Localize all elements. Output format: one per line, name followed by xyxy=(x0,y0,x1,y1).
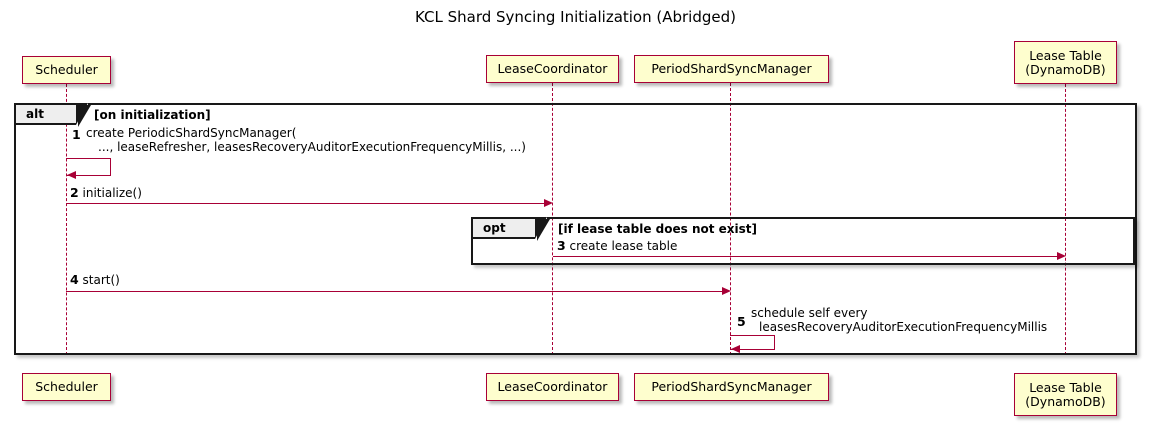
fragment-keyword: alt xyxy=(26,107,44,121)
participant-label: Lease Table (DynamoDB) xyxy=(1025,379,1106,409)
participant-leasecoordinator-top[interactable]: LeaseCoordinator xyxy=(486,55,619,83)
fragment-opt-condition: [if lease table does not exist] xyxy=(558,222,758,236)
participant-label: Scheduler xyxy=(35,379,98,394)
message-1-arrowhead xyxy=(67,171,76,179)
lifeline-periodshardsyncmanager xyxy=(730,83,731,355)
message-1-label: 1 xyxy=(72,128,81,142)
message-2-label: 2 initialize() xyxy=(70,185,142,201)
message-1-self-loop xyxy=(66,158,111,176)
lifeline-leasecoordinator xyxy=(552,83,553,355)
fragment-keyword: opt xyxy=(483,221,506,235)
lifeline-leasetable xyxy=(1065,84,1066,355)
participant-label: Lease Table (DynamoDB) xyxy=(1025,47,1106,77)
message-2-text: initialize() xyxy=(82,186,142,200)
message-5-seq: 5 xyxy=(737,314,746,329)
message-5-text: schedule self every leasesRecoveryAudito… xyxy=(751,306,1047,334)
message-2-arrowhead xyxy=(544,199,553,207)
message-5-text-line1: schedule self every xyxy=(751,306,868,320)
lifeline-scheduler xyxy=(66,84,67,355)
fragment-opt xyxy=(471,217,1135,265)
message-1-text: create PeriodicShardSyncManager( ..., le… xyxy=(86,126,526,154)
participant-periodshardsyncmanager-bottom[interactable]: PeriodShardSyncManager xyxy=(634,373,829,401)
fragment-alt-label: alt xyxy=(16,103,88,125)
message-5-self-loop xyxy=(730,335,775,350)
message-4-label: 4 start() xyxy=(70,272,120,288)
message-3-line xyxy=(553,256,1060,257)
message-2-seq: 2 xyxy=(70,185,79,200)
participant-label: LeaseCoordinator xyxy=(497,61,608,76)
participant-label: PeriodShardSyncManager xyxy=(651,379,812,394)
message-4-seq: 4 xyxy=(70,272,79,287)
participant-scheduler-bottom[interactable]: Scheduler xyxy=(22,373,111,401)
message-4-text: start() xyxy=(82,273,120,287)
fragment-alt xyxy=(14,103,1137,355)
message-3-label: 3 create lease table xyxy=(557,238,678,254)
message-3-arrowhead xyxy=(1057,252,1066,260)
message-5-text-line2: leasesRecoveryAuditorExecutionFrequencyM… xyxy=(759,320,1048,334)
fragment-opt-label: opt xyxy=(473,217,547,239)
message-3-text: create lease table xyxy=(569,239,678,253)
page-title: KCL Shard Syncing Initialization (Abridg… xyxy=(415,8,736,26)
participant-scheduler-top[interactable]: Scheduler xyxy=(22,56,111,84)
fragment-alt-condition: [on initialization] xyxy=(94,108,211,122)
message-4-arrowhead xyxy=(722,287,731,295)
message-1-seq: 1 xyxy=(72,127,81,142)
message-1-text-line2: ..., leaseRefresher, leasesRecoveryAudit… xyxy=(98,140,526,154)
participant-leasetable-top[interactable]: Lease Table (DynamoDB) xyxy=(1014,41,1117,84)
message-1-text-line1: create PeriodicShardSyncManager( xyxy=(86,126,297,140)
message-3-seq: 3 xyxy=(557,238,566,253)
participant-leasetable-bottom[interactable]: Lease Table (DynamoDB) xyxy=(1014,373,1117,416)
participant-label: LeaseCoordinator xyxy=(497,379,608,394)
message-5-label: 5 xyxy=(737,315,746,329)
message-2-line xyxy=(66,203,547,204)
participant-label: PeriodShardSyncManager xyxy=(651,61,812,76)
participant-periodshardsyncmanager-top[interactable]: PeriodShardSyncManager xyxy=(634,55,829,83)
participant-leasecoordinator-bottom[interactable]: LeaseCoordinator xyxy=(486,373,619,401)
message-4-line xyxy=(66,291,725,292)
message-5-arrowhead xyxy=(731,345,740,353)
participant-label: Scheduler xyxy=(35,62,98,77)
